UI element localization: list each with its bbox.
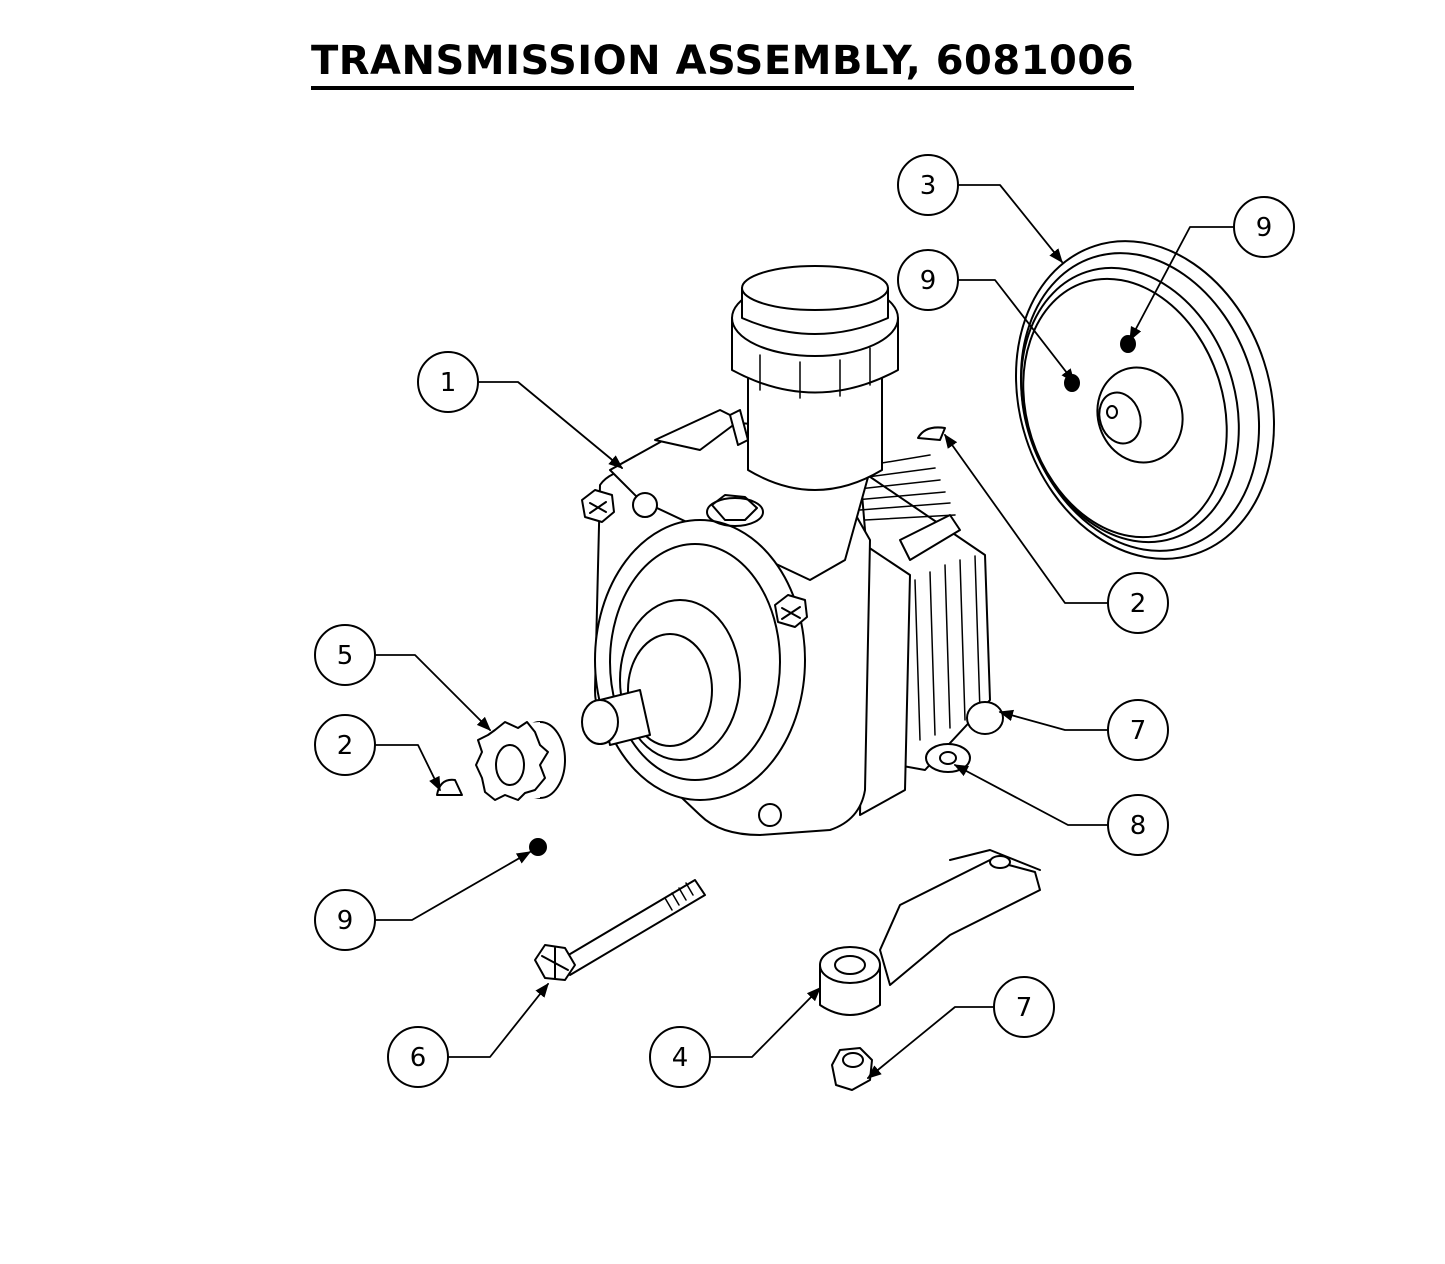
callout-7-upper: 7 xyxy=(1107,699,1169,761)
sprocket-set-screw xyxy=(529,838,547,856)
svg-text:5: 5 xyxy=(337,641,354,671)
pulley xyxy=(1015,240,1275,560)
gearbox-housing xyxy=(581,265,1004,836)
hex-nut xyxy=(831,1047,873,1091)
woodruff-key-upper xyxy=(917,426,946,441)
callout-7-lower: 7 xyxy=(993,976,1055,1038)
diagram-title-text: TRANSMISSION ASSEMBLY, 6081006 xyxy=(310,38,1135,90)
svg-text:3: 3 xyxy=(920,171,937,201)
callout-9-pulley-left: 9 xyxy=(897,249,959,311)
callout-3: 3 xyxy=(897,154,959,216)
callout-2-upper: 2 xyxy=(1107,572,1169,634)
hex-bolt xyxy=(534,879,706,981)
callout-9-pulley-right: 9 xyxy=(1233,196,1295,258)
svg-text:1: 1 xyxy=(440,368,457,398)
callout-5: 5 xyxy=(314,624,376,686)
callout-1: 1 xyxy=(417,351,479,413)
svg-text:8: 8 xyxy=(1130,811,1147,841)
svg-text:9: 9 xyxy=(1256,213,1273,243)
svg-text:2: 2 xyxy=(337,731,354,761)
callout-4: 4 xyxy=(649,1026,711,1088)
svg-text:2: 2 xyxy=(1130,589,1147,619)
svg-text:6: 6 xyxy=(410,1043,427,1073)
callout-6: 6 xyxy=(387,1026,449,1088)
svg-text:7: 7 xyxy=(1016,993,1033,1023)
diagram-title: TRANSMISSION ASSEMBLY, 6081006 xyxy=(0,38,1445,90)
svg-text:9: 9 xyxy=(920,266,937,296)
svg-text:9: 9 xyxy=(337,906,354,936)
callout-8: 8 xyxy=(1107,794,1169,856)
svg-text:7: 7 xyxy=(1130,716,1147,746)
woodruff-key-lower xyxy=(436,778,463,796)
callout-9-sprocket: 9 xyxy=(314,889,376,951)
svg-text:4: 4 xyxy=(672,1043,689,1073)
leader-lines xyxy=(374,184,1235,1079)
sprocket xyxy=(475,721,566,801)
torque-arm xyxy=(819,849,1041,1016)
callout-2-lower: 2 xyxy=(314,714,376,776)
